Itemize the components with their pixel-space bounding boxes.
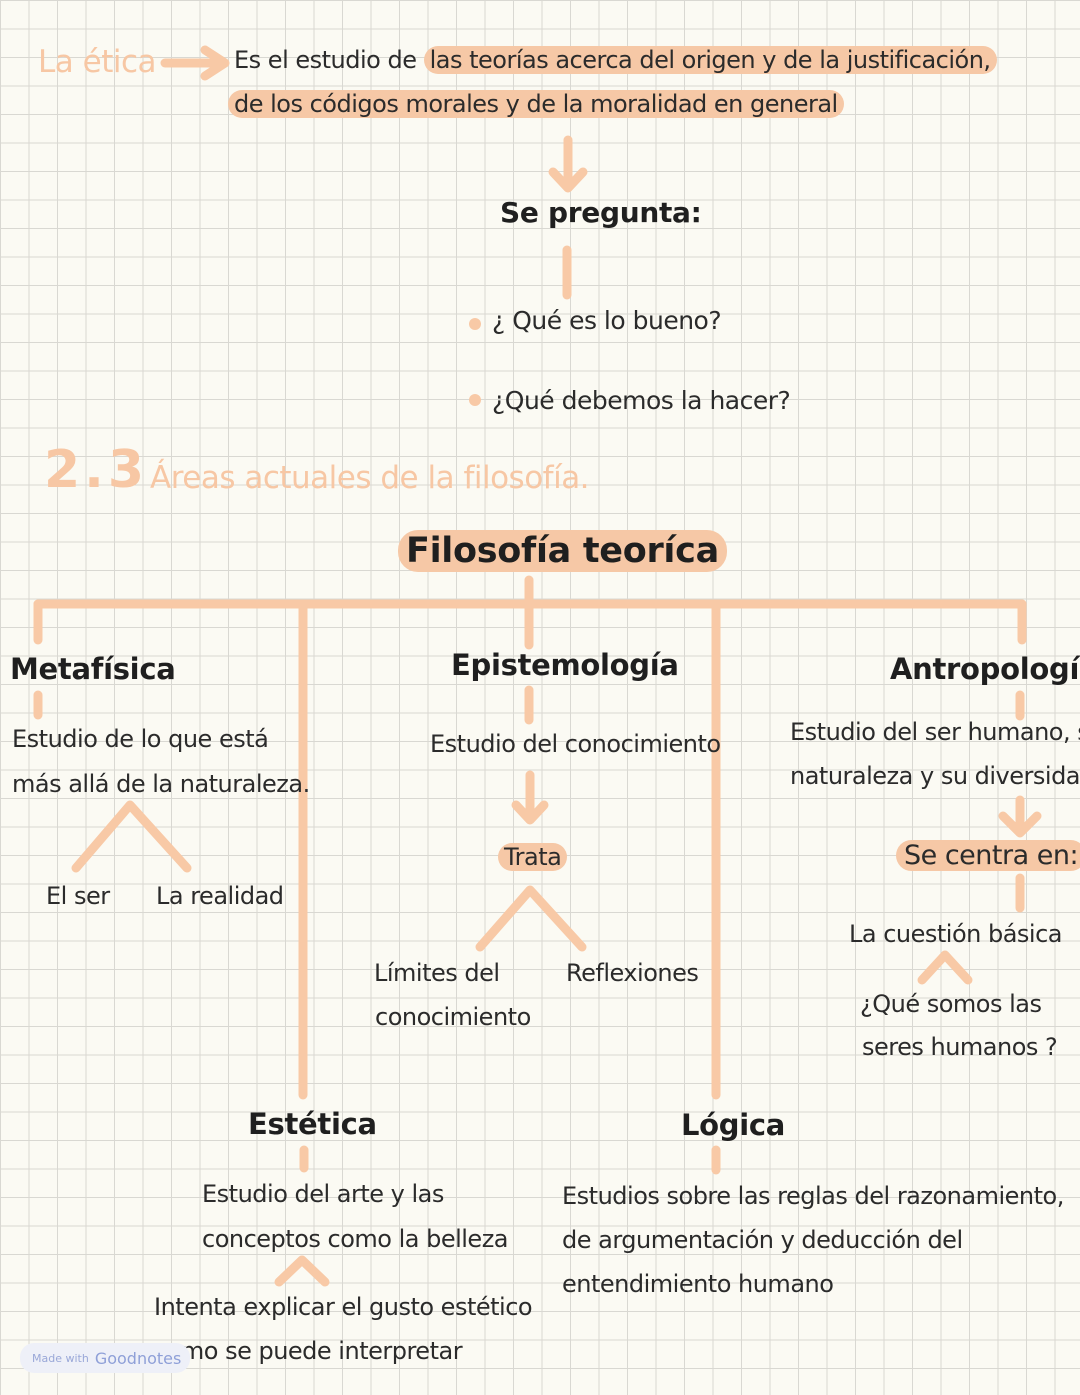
antropologia-question-line1: ¿Qué somos las <box>860 990 1042 1018</box>
brand-text: Goodnotes <box>94 1348 182 1368</box>
metafisica-branch-left: El ser <box>46 882 110 910</box>
logica-desc-line3: entendimiento humano <box>562 1270 834 1298</box>
made-with-text: Made with <box>32 1351 89 1365</box>
logica-desc-line1: Estudios sobre las reglas del razonamien… <box>562 1182 1064 1210</box>
section-number: 2.3 <box>44 440 149 500</box>
question-item: ¿Qué debemos la hacer? <box>492 386 791 415</box>
antropologia-desc-line2: naturaleza y su diversidad <box>790 762 1080 790</box>
focus-text: Se centra en: <box>904 840 1079 871</box>
definition-highlight-1: las teorías acerca del origen y de la ju… <box>423 46 997 74</box>
question-item: ¿ Qué es lo bueno? <box>492 306 722 335</box>
antropologia-basic: La cuestión básica <box>849 920 1063 948</box>
trata-text: Trata <box>504 843 562 871</box>
trata-label: Trata <box>498 843 568 871</box>
epistemologia-title: Epistemología <box>451 648 679 682</box>
estetica-desc-line1: Estudio del arte y las <box>202 1180 444 1208</box>
antropologia-title: Antropología <box>890 652 1080 686</box>
epistemologia-branch-left-line1: Límites del <box>374 959 500 987</box>
ethics-definition-line2: de los códigos morales y de la moralidad… <box>228 90 844 118</box>
definition-plain-text: Es el estudio de <box>234 46 424 74</box>
epistemologia-branch-left-line2: conocimiento <box>375 1003 531 1031</box>
estetica-desc-line2: conceptos como la belleza <box>202 1225 509 1253</box>
antropologia-focus: Se centra en: <box>896 840 1080 871</box>
section-title: Áreas actuales de la filosofía. <box>150 460 590 496</box>
estetica-title: Estética <box>248 1107 377 1141</box>
metafisica-branch-right: La realidad <box>156 882 284 910</box>
epistemologia-desc: Estudio del conocimiento <box>430 730 721 758</box>
root-node: Filosofía teoríca <box>398 530 727 572</box>
epistemologia-branch-right: Reflexiones <box>566 959 699 987</box>
ethics-definition-line1: Es el estudio de las teorías acerca del … <box>234 46 997 74</box>
estetica-desc-line4: como se puede interpretar <box>154 1337 463 1365</box>
estetica-desc-line3: Intenta explicar el gusto estético <box>154 1293 533 1321</box>
antropologia-question-line2: seres humanos ? <box>862 1033 1058 1061</box>
goodnotes-watermark: Made with Goodnotes <box>20 1343 190 1373</box>
metafisica-desc-line1: Estudio de lo que está <box>12 725 269 753</box>
antropologia-desc-line1: Estudio del ser humano, su <box>790 718 1080 746</box>
logica-title: Lógica <box>681 1108 786 1142</box>
asks-label: Se pregunta: <box>500 196 702 229</box>
root-label: Filosofía teoríca <box>406 531 719 571</box>
ethics-term: La ética <box>38 44 157 80</box>
metafisica-title: Metafísica <box>10 652 176 686</box>
metafisica-desc-line2: más allá de la naturaleza. <box>12 770 310 798</box>
definition-highlight-2: de los códigos morales y de la moralidad… <box>228 90 844 118</box>
logica-desc-line2: de argumentación y deducción del <box>562 1226 963 1254</box>
